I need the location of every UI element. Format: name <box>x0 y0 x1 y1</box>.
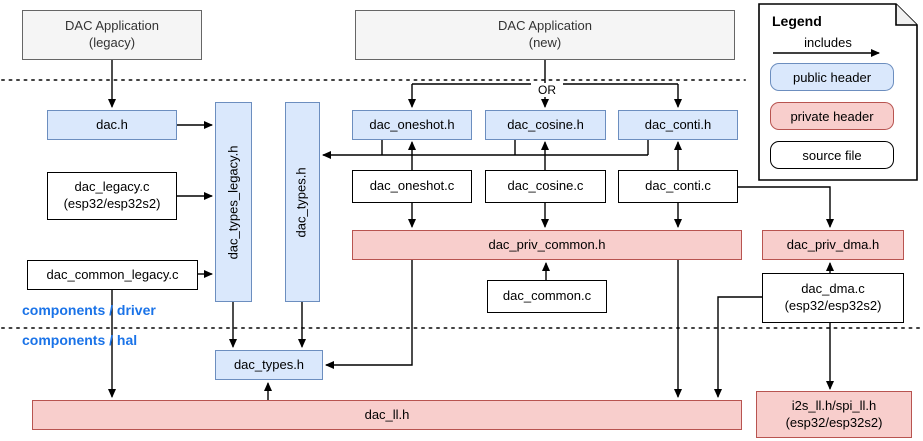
node-dac-priv-dma-h: dac_priv_dma.h <box>762 230 904 260</box>
node-dac-conti-h-label: dac_conti.h <box>644 116 712 132</box>
node-dac-types-h-hal: dac_types.h <box>215 350 323 380</box>
app-legacy-box: DAC Application (legacy) <box>22 10 202 60</box>
node-dac-oneshot-c: dac_oneshot.c <box>352 170 472 203</box>
app-new-box: DAC Application (new) <box>355 10 735 60</box>
legend-includes-label: includes <box>804 35 852 50</box>
node-dac-h: dac.h <box>47 110 177 140</box>
node-dac-types-h-driver-label: dac_types.h <box>294 166 310 238</box>
node-dac-types-h-driver: dac_types.h <box>285 102 320 302</box>
legend: Legend includes public header private he… <box>758 3 918 181</box>
node-dac-oneshot-c-label: dac_oneshot.c <box>369 178 455 194</box>
node-dac-cosine-c-label: dac_cosine.c <box>507 178 584 194</box>
arrow-contic-to-privdma <box>737 186 834 228</box>
node-dac-priv-common-h: dac_priv_common.h <box>352 230 742 260</box>
arrow-dmac-to-dacll <box>714 296 762 398</box>
arrow-privcommon-to-haltypes <box>325 260 413 369</box>
layer-label-driver: components / driver <box>22 302 156 318</box>
node-dac-ll-h: dac_ll.h <box>32 400 742 430</box>
legend-public-header: public header <box>770 63 894 91</box>
line-headers-stubs <box>381 140 649 155</box>
app-legacy-label: DAC Application (legacy) <box>65 18 159 50</box>
node-dac-cosine-h: dac_cosine.h <box>485 110 606 140</box>
node-dac-dma-c: dac_dma.c (esp32/esp32s2) <box>762 273 904 323</box>
node-dac-h-label: dac.h <box>96 116 128 132</box>
node-dac-priv-common-h-label: dac_priv_common.h <box>488 236 606 252</box>
app-new-label: DAC Application (new) <box>498 18 592 50</box>
node-i2s-spi-ll-h-label: i2s_ll.h/spi_ll.h (esp32/esp32s2) <box>785 397 883 430</box>
node-dac-dma-c-label: dac_dma.c (esp32/esp32s2) <box>784 281 882 313</box>
node-dac-cosine-c: dac_cosine.c <box>485 170 606 203</box>
node-dac-types-legacy-h-label: dac_types_legacy.h <box>225 145 241 259</box>
legend-source-file: source file <box>770 141 894 169</box>
legend-note-shape <box>758 3 918 181</box>
legend-private-header-label: private header <box>790 108 874 124</box>
node-dac-conti-c-label: dac_conti.c <box>645 178 711 194</box>
legend-title: Legend <box>772 13 822 29</box>
node-dac-cosine-h-label: dac_cosine.h <box>507 116 584 132</box>
node-dac-common-c-label: dac_common.c <box>502 288 592 304</box>
legend-source-file-label: source file <box>802 147 862 163</box>
node-dac-types-legacy-h: dac_types_legacy.h <box>215 102 252 302</box>
node-dac-conti-c: dac_conti.c <box>618 170 738 203</box>
node-dac-oneshot-h: dac_oneshot.h <box>352 110 472 140</box>
node-dac-ll-h-label: dac_ll.h <box>364 406 410 422</box>
node-dac-priv-dma-h-label: dac_priv_dma.h <box>786 236 880 252</box>
node-dac-common-c: dac_common.c <box>487 280 607 313</box>
node-i2s-spi-ll-h: i2s_ll.h/spi_ll.h (esp32/esp32s2) <box>756 391 912 438</box>
node-dac-types-h-hal-label: dac_types.h <box>233 356 305 372</box>
node-dac-common-legacy-c: dac_common_legacy.c <box>27 260 198 290</box>
node-dac-conti-h: dac_conti.h <box>618 110 738 140</box>
layer-label-hal: components / hal <box>22 332 138 348</box>
node-dac-common-legacy-c-label: dac_common_legacy.c <box>46 266 179 282</box>
or-label: OR <box>531 83 563 97</box>
node-dac-oneshot-h-label: dac_oneshot.h <box>369 116 455 132</box>
node-dac-legacy-c: dac_legacy.c (esp32/esp32s2) <box>47 172 177 220</box>
node-dac-legacy-c-label: dac_legacy.c (esp32/esp32s2) <box>63 179 161 211</box>
legend-private-header: private header <box>770 102 894 130</box>
legend-public-header-label: public header <box>792 69 872 85</box>
